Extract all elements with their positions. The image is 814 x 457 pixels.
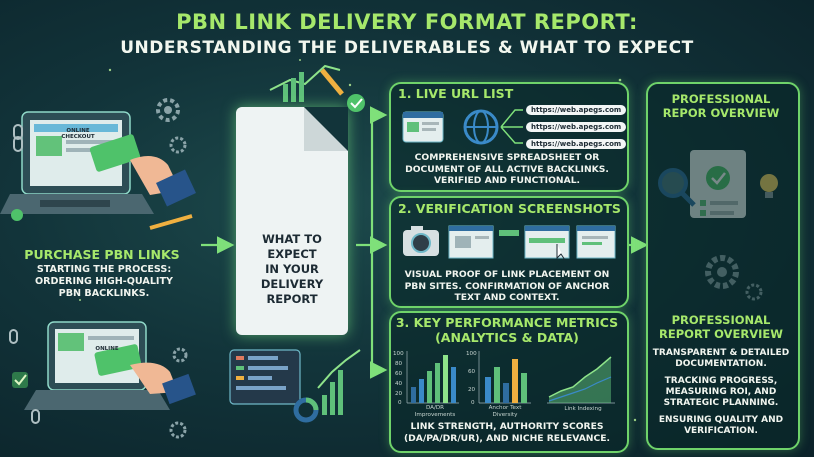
url-item: https://web.apegs.com xyxy=(526,139,627,149)
document-line: IN YOUR xyxy=(265,262,319,276)
professional-point-line: TRACKING PROGRESS, xyxy=(664,376,778,386)
card-label: ONLINE xyxy=(95,346,119,352)
laptop-bottom-illustration xyxy=(9,321,196,439)
section1-desc: COMPREHENSIVE SPREADSHEET OR DOCUMENT OF… xyxy=(395,152,619,187)
professional-point: TRANSPARENT & DETAILED DOCUMENTATION. xyxy=(651,348,791,370)
purchase-desc-line: ORDERING HIGH-QUALITY xyxy=(35,276,173,287)
decor-top-charts xyxy=(269,64,365,112)
purchase-title: PURCHASE PBN LINKS xyxy=(24,247,180,262)
professional-point-line: ENSURING QUALITY AND xyxy=(658,415,784,425)
section3-desc-line: (DA/PA/DR/UR), AND NICHE RELEVANCE. xyxy=(403,432,611,444)
document-text: WHAT TO EXPECT IN YOUR DELIVERY REPORT xyxy=(246,232,338,307)
section3-title-line: (ANALYTICS & DATA) xyxy=(435,330,579,345)
document-line: EXPECT xyxy=(267,247,317,261)
analytics-screen-illustration xyxy=(229,349,361,423)
section2-desc: VISUAL PROOF OF LINK PLACEMENT ON PBN SI… xyxy=(395,269,619,304)
chart2-tick: 100 xyxy=(466,351,477,357)
professional-point-line: TRANSPARENT & DETAILED xyxy=(652,348,790,358)
section1-title: 1. LIVE URL LIST xyxy=(398,86,514,101)
chart1-tick: 40 xyxy=(395,381,403,387)
purchase-desc-line: STARTING THE PROCESS: xyxy=(36,264,172,275)
chart3-label-line: Link Indexing xyxy=(564,406,602,412)
section1-desc-line: DOCUMENT OF ALL ACTIVE BACKLINKS. xyxy=(405,163,609,175)
chart1-label: DA/DR Improvements xyxy=(404,405,466,418)
chart1-tick: 20 xyxy=(395,391,403,397)
professional-point-line: MEASURING ROI, AND xyxy=(665,387,777,397)
flow-arrows xyxy=(201,106,649,379)
purchase-desc: STARTING THE PROCESS: ORDERING HIGH-QUAL… xyxy=(10,264,198,300)
section3-desc-line: LINK STRENGTH, AUTHORITY SCORES xyxy=(410,421,604,432)
section2-desc-line: TEXT AND CONTEXT. xyxy=(454,292,560,303)
professional-overview-panel xyxy=(646,82,800,450)
professional-title-line: REPOR OVERVIEW xyxy=(662,106,780,120)
chart2-tick: 0 xyxy=(471,400,475,406)
professional-point: ENSURING QUALITY AND VERIFICATION. xyxy=(651,415,791,437)
chart1-tick: 60 xyxy=(395,371,403,377)
section3-title: 3. KEY PERFORMANCE METRICS (ANALYTICS & … xyxy=(389,315,625,345)
professional-point: TRACKING PROGRESS, MEASURING ROI, AND ST… xyxy=(651,376,791,409)
laptop-top-illustration xyxy=(0,98,196,230)
chart2-tick: 20 xyxy=(468,387,476,393)
professional-title-bottom: PROFESSIONAL REPORT OVERVIEW xyxy=(651,313,791,341)
chart1-tick: 0 xyxy=(398,400,402,406)
chart2-label: Anchor Text Diversity xyxy=(476,405,534,418)
section3-charts xyxy=(406,351,615,404)
url-item: https://web.apegs.com xyxy=(526,122,627,132)
professional-title-line: PROFESSIONAL xyxy=(671,92,771,106)
chart1-tick: 80 xyxy=(395,361,403,367)
section2-desc-line: VISUAL PROOF OF LINK PLACEMENT ON xyxy=(404,269,610,280)
document-line: REPORT xyxy=(266,292,318,306)
chart2-label-line: Diversity xyxy=(492,411,518,418)
professional-title-line: REPORT OVERVIEW xyxy=(659,327,783,341)
chart1-tick: 100 xyxy=(393,351,404,357)
professional-point-line: DOCUMENTATION. xyxy=(675,359,767,369)
professional-point-line: VERIFICATION. xyxy=(684,426,758,436)
checkout-label: ONLINE CHECKOUT xyxy=(61,128,95,140)
section3-desc: LINK STRENGTH, AUTHORITY SCORES (DA/PA/D… xyxy=(395,421,619,444)
page-subtitle: UNDERSTANDING THE DELIVERABLES & WHAT TO… xyxy=(120,38,694,58)
professional-title-line: PROFESSIONAL xyxy=(671,313,771,327)
page-title: PBN LINK DELIVERY FORMAT REPORT: xyxy=(176,10,638,34)
professional-point-line: STRATEGIC PLANNING. xyxy=(663,398,779,408)
document-fold xyxy=(304,107,348,151)
chart1-label-line: Improvements xyxy=(414,411,456,418)
document-line: WHAT TO xyxy=(262,232,322,246)
section2-desc-line: PBN SITES. CONFIRMATION OF ANCHOR xyxy=(404,280,610,292)
chart2-label-line: Anchor Text xyxy=(488,405,522,411)
delivery-report-document xyxy=(236,107,348,335)
section3-title-line: 3. KEY PERFORMANCE METRICS xyxy=(395,315,619,330)
section2-icons xyxy=(403,225,616,261)
chart2-tick: 60 xyxy=(468,369,476,375)
purchase-desc-line: PBN BACKLINKS. xyxy=(58,288,150,299)
document-line: DELIVERY xyxy=(260,277,324,291)
chart1-label-line: DA/DR xyxy=(425,405,445,411)
section2-title: 2. VERIFICATION SCREENSHOTS xyxy=(398,201,621,216)
section1-desc-line: VERIFIED AND FUNCTIONAL. xyxy=(433,175,581,186)
section1-desc-line: COMPREHENSIVE SPREADSHEET OR xyxy=(414,152,600,163)
url-item: https://web.apegs.com xyxy=(526,105,627,115)
section1-icons xyxy=(402,109,523,145)
chart3-label: Link Indexing xyxy=(548,406,618,413)
professional-title-top: PROFESSIONAL REPOR OVERVIEW xyxy=(651,92,791,120)
